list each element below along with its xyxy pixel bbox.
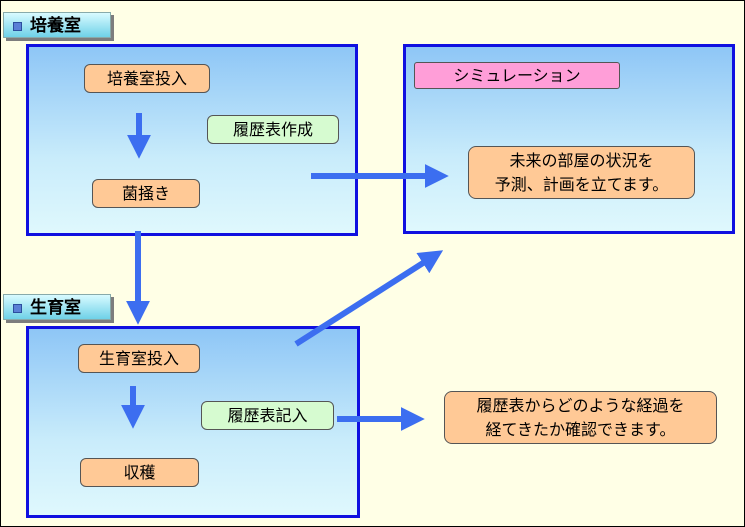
growth-room-note: 履歴表記入 <box>201 401 334 430</box>
growth-room-step-input: 生育室投入 <box>78 344 200 373</box>
culture-room-note: 履歴表作成 <box>207 115 339 144</box>
bullet-square-icon <box>13 304 22 313</box>
simulation-description: 未来の部屋の状況を 予測、計画を立てます。 <box>468 146 695 199</box>
culture-room-tag: 培養室 <box>3 12 111 38</box>
arrow-growth-to-simulation <box>294 250 444 347</box>
growth-room-tag: 生育室 <box>3 294 111 320</box>
growth-room-step-harvest: 収穫 <box>80 458 199 487</box>
simulation-label: シミュレーション <box>414 62 620 89</box>
culture-room-step-input: 培養室投入 <box>84 64 210 93</box>
history-result-line1: 履歴表からどのような経過を <box>476 396 685 415</box>
culture-room-tag-label: 培養室 <box>30 16 81 36</box>
culture-room-step-scrape: 菌掻き <box>92 179 200 208</box>
bullet-square-icon <box>13 22 22 31</box>
growth-room-tag-label: 生育室 <box>30 298 81 318</box>
history-result-description: 履歴表からどのような経過を 経てきたか確認できます。 <box>444 391 717 444</box>
history-result-line2: 経てきたか確認できます。 <box>485 420 676 439</box>
simulation-line1: 未来の部屋の状況を <box>509 151 654 170</box>
simulation-line2: 予測、計画を立てます。 <box>494 175 669 194</box>
